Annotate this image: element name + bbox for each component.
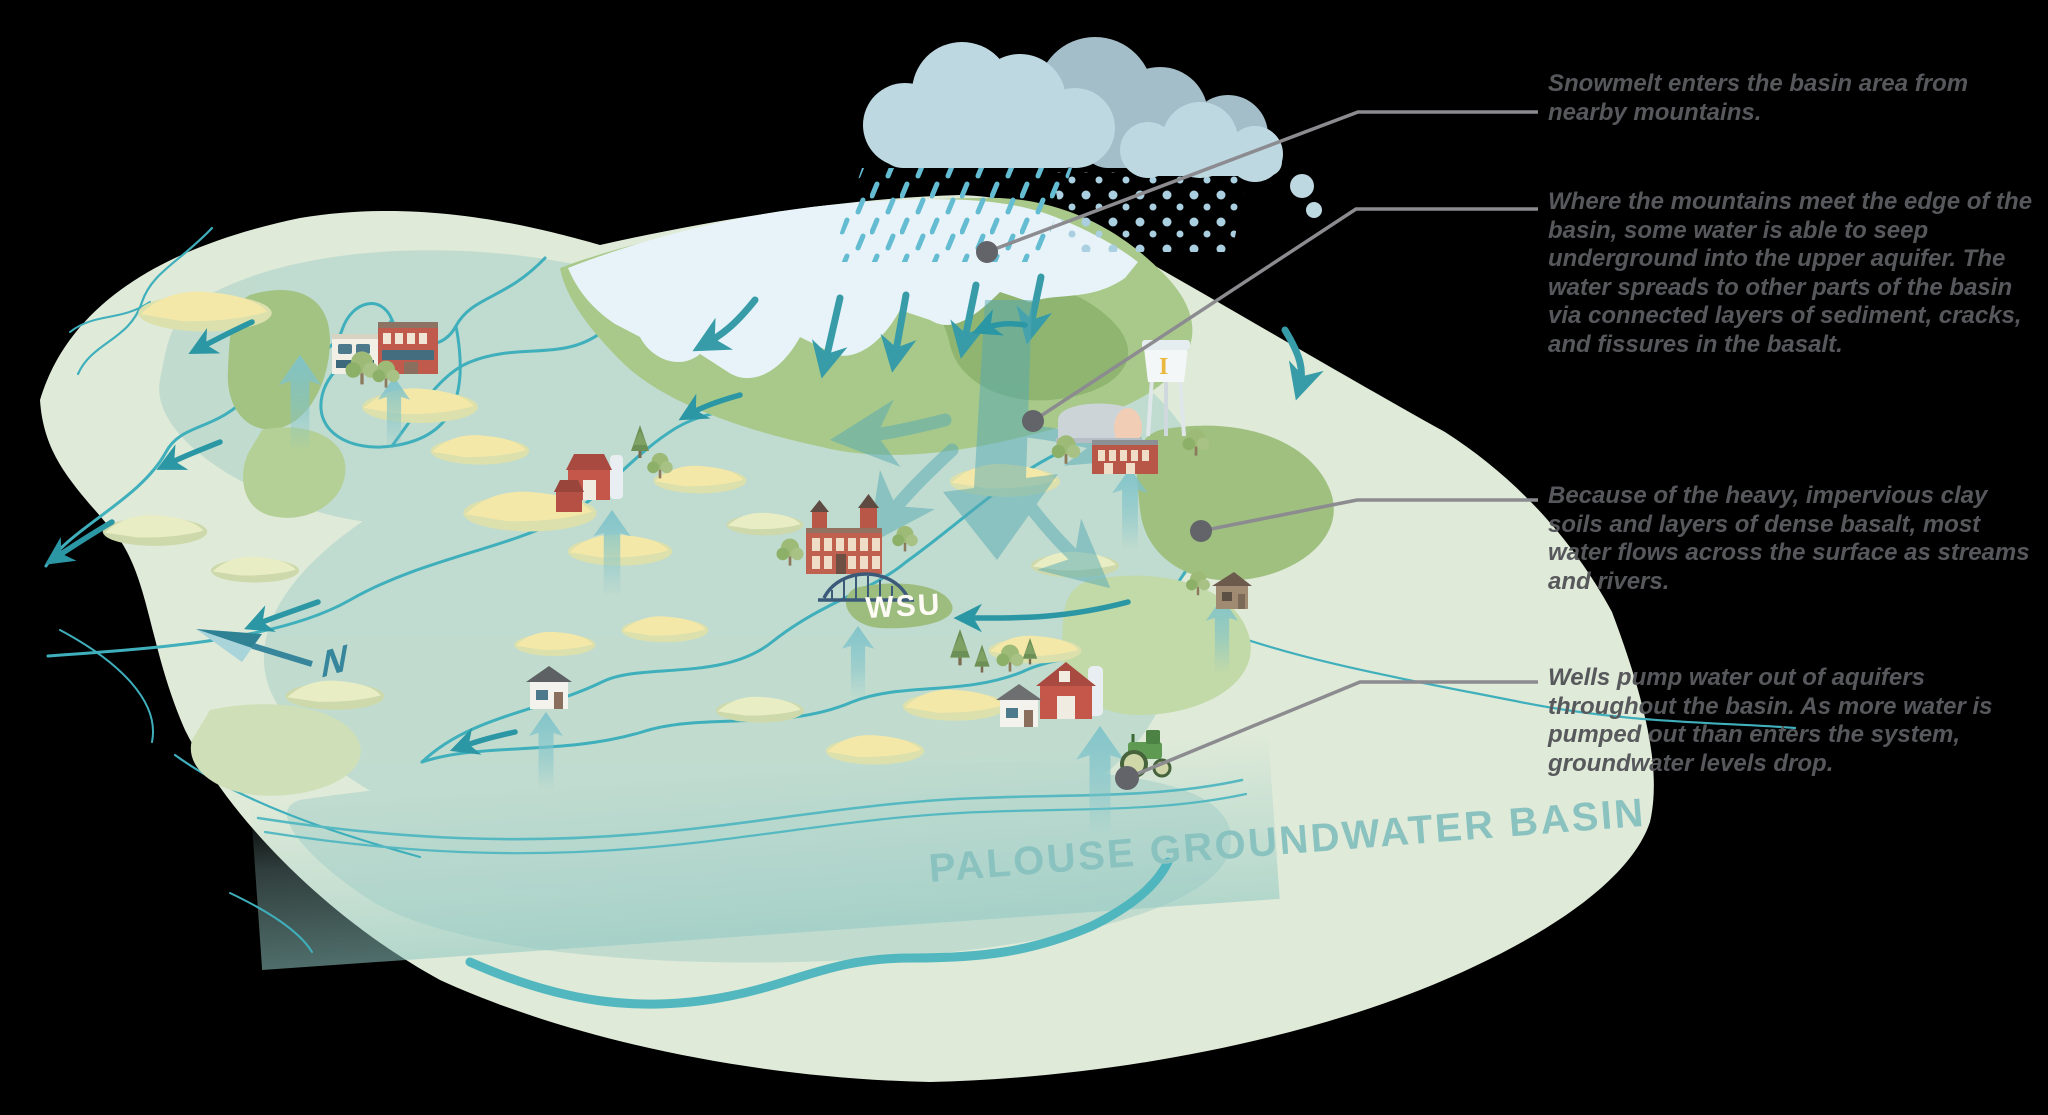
downtown-buildings [332, 322, 438, 388]
leader-dot-4 [1115, 766, 1139, 790]
annotation-seepage: Where the mountains meet the edge of the… [1548, 188, 2033, 358]
wsu-campus: WSU [776, 494, 990, 673]
leader-line-4 [1126, 680, 1538, 780]
water-tower: I [1142, 340, 1190, 437]
leader-line-3 [1200, 498, 1538, 533]
farm-southeast [996, 638, 1172, 778]
water-tower-label: I [1159, 354, 1168, 380]
basin-label-band [250, 734, 1280, 971]
leader-line-1 [986, 110, 1538, 254]
shed [1186, 571, 1252, 609]
river-flow-arrows [44, 309, 1131, 755]
leader-line-2 [1032, 207, 1538, 423]
uidaho-campus: I [1051, 340, 1210, 474]
snowfall [1052, 172, 1248, 252]
rain [830, 168, 1072, 262]
annotation-surface-flow: Because of the heavy, impervious clay so… [1548, 482, 2030, 595]
leader-dot-1 [976, 241, 998, 263]
wsu-label: WSU [865, 588, 943, 625]
leader-dot-2 [1022, 410, 1044, 432]
white-house [526, 666, 572, 709]
barn-farm-west [554, 425, 673, 512]
bridge [818, 572, 914, 602]
rain-cloud-icon [830, 37, 1322, 262]
annotation-wells: Wells pump water out of aquifers through… [1548, 664, 1993, 777]
leader-dot-3 [1190, 520, 1212, 542]
annotation-snowmelt: Snowmelt enters the basin area from near… [1548, 70, 1969, 126]
ridges [190, 290, 1334, 796]
